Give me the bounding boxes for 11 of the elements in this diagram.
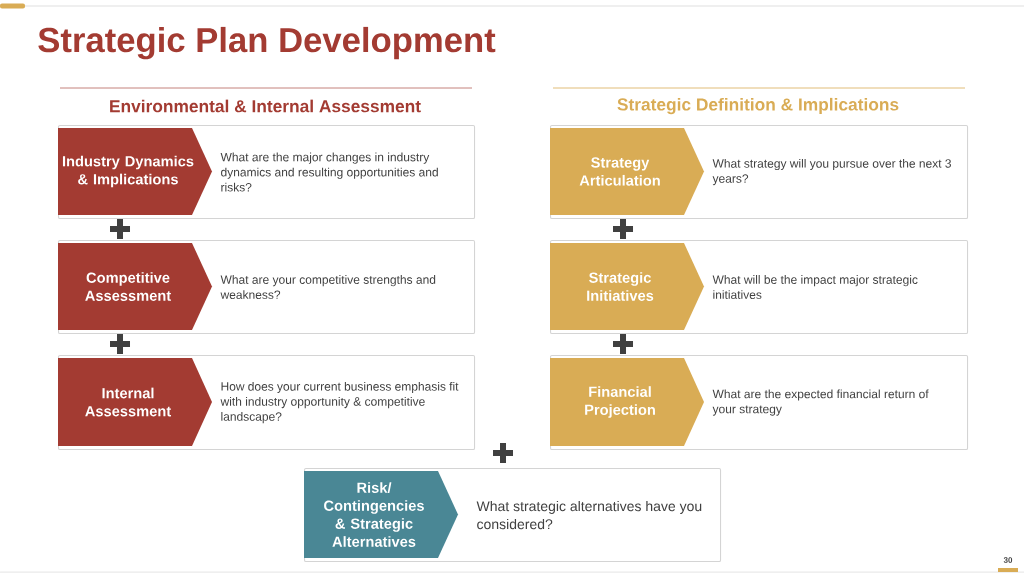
chevron-label: Competitive Assessment xyxy=(58,243,212,330)
chevron-label: Risk/ Contingencies & Strategic Alternatives xyxy=(304,471,458,558)
section-heading: Environmental & Internal Assessment xyxy=(110,99,421,113)
chevron-label: Financial Projection xyxy=(550,358,704,446)
chevron-label: Strategy Articulation xyxy=(550,128,704,215)
page-number: 30 xyxy=(1003,557,1013,563)
section-heading: Strategic Definition & Implications xyxy=(617,97,899,115)
chevron-label: Internal Assessment xyxy=(58,358,212,446)
chevron-label: Strategic Initiatives xyxy=(550,243,704,330)
slide-title: Strategic Plan Development xyxy=(38,26,496,60)
chevron-label: Industry Dynamics & Implications xyxy=(58,128,212,215)
